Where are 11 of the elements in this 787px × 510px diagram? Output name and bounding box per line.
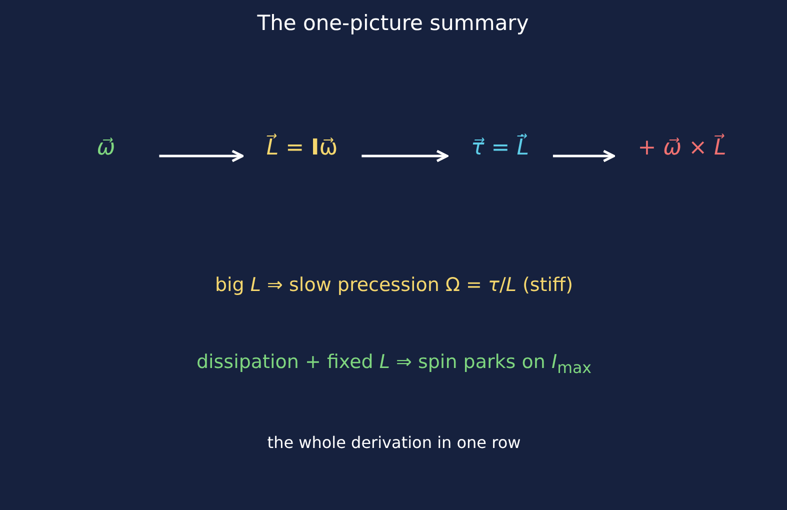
formula: + ω⃗ × L⃗ — [634, 134, 730, 162]
formula: τ⃗ = L̇⃗ — [467, 134, 533, 162]
arrow — [552, 150, 615, 162]
caption: the whole derivation in one row — [267, 433, 521, 452]
arrow — [159, 150, 244, 162]
formula: L⃗ = Iω⃗ — [262, 134, 342, 162]
formula: ω⃗ — [92, 134, 120, 162]
arrow — [362, 150, 448, 162]
title: The one-picture summary — [257, 11, 529, 35]
statement: big L ⇒ slow precession Ω = τ/L (stiff) — [214, 274, 574, 296]
statement: dissipation + fixed L ⇒ spin parks on I$_{max}$ — [196, 351, 592, 377]
